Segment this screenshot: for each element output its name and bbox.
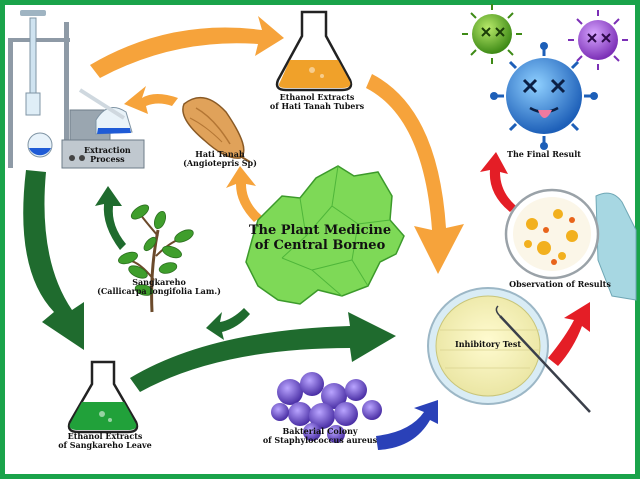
ethanol-tubers-flask-icon <box>275 10 353 92</box>
sangkareho-label: Sangkareho (Callicarpa longifolia Lam.) <box>84 277 234 297</box>
ethanol-sangkareho-label: Ethanol Extracts of Sangkareho Leave <box>46 431 164 451</box>
arrow-inhibitory-to-observation <box>548 302 590 366</box>
arrow-sangkareho-to-extraction <box>95 186 126 250</box>
hati-tanah-label-line1: Hati Tanah <box>195 149 245 159</box>
plant-medicine-title: The Plant Medicine of Central Borneo <box>244 223 396 254</box>
central-borneo-map <box>245 165 405 305</box>
arrow-extraction-to-sangkareho <box>23 170 84 350</box>
arrow-sangkareho-extract-to-inhibitory <box>130 312 396 392</box>
hati-tanah-label-line2: (Angiotepris Sp) <box>183 158 257 169</box>
hati-tanah-tuber-icon <box>182 96 251 163</box>
plant-medicine-title-line2: of Central Borneo <box>254 237 386 253</box>
sangkareho-label-line1: Sangkareho <box>132 277 186 287</box>
arrow-map-to-hati-tanah <box>226 166 262 222</box>
sangkareho-label-line2: (Callicarpa longifolia Lam.) <box>97 286 221 297</box>
ethanol-tubers-label-line2: of Hati Tanah Tubers <box>269 101 365 112</box>
plant-medicine-title-line1: The Plant Medicine <box>248 223 392 238</box>
observation-label: Observation of Results <box>509 279 611 289</box>
observation-glove-icon <box>595 192 637 301</box>
final-result-label: The Final Result <box>507 149 581 159</box>
bacterial-colony-label-line1: Bakterial Colony <box>282 426 358 436</box>
extraction-apparatus-icon <box>8 10 145 169</box>
arrow-hati-tanah-to-extraction <box>124 86 178 114</box>
arrow-extraction-to-tubers <box>90 16 284 78</box>
bacterial-colony-label-line2: of Staphylococcus aureus <box>262 435 378 446</box>
ethanol-sangkareho-flask-icon <box>67 360 139 434</box>
extraction-process-label: Extraction Process <box>84 145 131 165</box>
arrow-map-to-sangkareho <box>206 308 250 340</box>
arrow-observation-to-final <box>480 152 516 212</box>
arrow-bacteria-to-inhibitory <box>376 400 438 450</box>
ethanol-tubers-label-line1: Ethanol Extracts <box>279 92 355 102</box>
arrow-tubers-to-inhibitory <box>366 74 464 274</box>
observation-dish-icon <box>504 188 600 280</box>
hati-tanah-label: Hati Tanah (Angiotepris Sp) <box>170 149 270 169</box>
staphylococcus-colony-icon <box>271 372 382 443</box>
dead-virus-green-icon <box>462 4 522 64</box>
extraction-label-line1: Extraction <box>84 145 131 155</box>
inhibitory-test-label: Inhibitory Test <box>454 339 522 349</box>
dead-virus-purple-icon <box>568 10 628 70</box>
sangkareho-plant-icon <box>118 204 194 313</box>
extraction-label-line2: Process <box>90 154 125 165</box>
ethanol-sangkareho-label-line1: Ethanol Extracts <box>67 431 143 441</box>
ethanol-sangkareho-label-line2: of Sangkareho Leave <box>58 440 152 451</box>
dead-virus-blue-icon <box>490 42 598 150</box>
ethanol-tubers-label: Ethanol Extracts of Hati Tanah Tubers <box>262 92 372 112</box>
bacterial-colony-label: Bakterial Colony of Staphylococcus aureu… <box>258 426 382 446</box>
inhibitory-test-dish-icon <box>427 287 591 413</box>
